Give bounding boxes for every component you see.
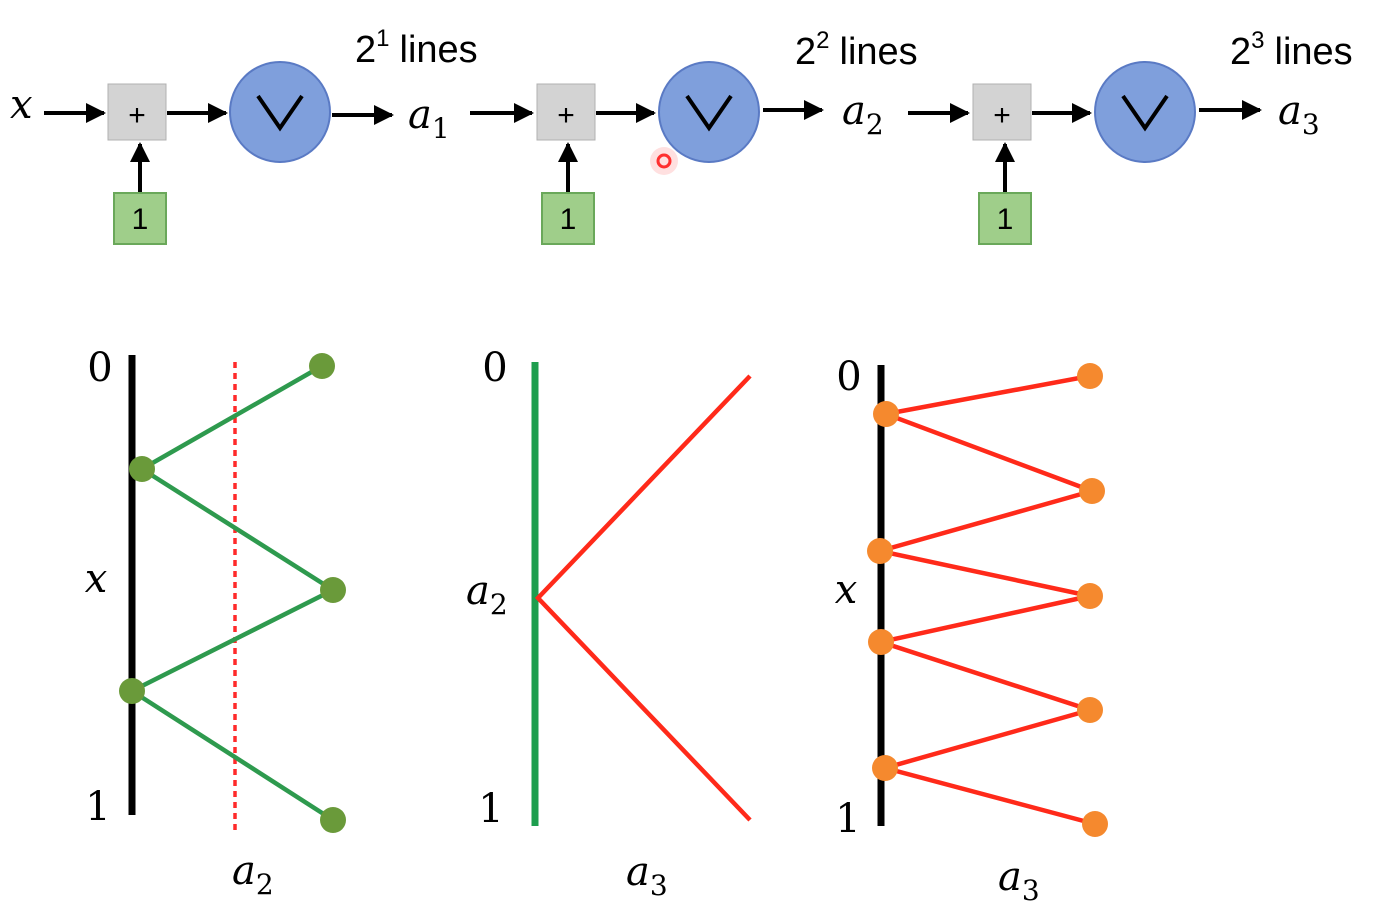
plot1-label-top: 0 bbox=[87, 345, 112, 391]
plot2-label-top: 0 bbox=[482, 345, 507, 391]
plot1-label-x: x bbox=[85, 556, 108, 602]
plot1-dot bbox=[320, 577, 346, 603]
plot1-dot bbox=[119, 678, 145, 704]
plot-x-to-a3: 0 1 x a3 bbox=[835, 354, 1108, 906]
adder-symbol-3: + bbox=[993, 99, 1011, 132]
plot-a2-to-a3: 0 1 a2 a3 bbox=[466, 345, 752, 902]
bias-value-2: 1 bbox=[560, 203, 577, 236]
plot1-zigzag-line bbox=[127, 364, 338, 822]
bias-box-3 bbox=[978, 192, 1032, 245]
relu-v-icon-3 bbox=[1121, 94, 1169, 132]
plot1-label-a2: a2 bbox=[232, 848, 274, 901]
adder-box-3 bbox=[972, 83, 1032, 141]
activation-node-3 bbox=[1094, 61, 1196, 163]
plot3-zigzag-line bbox=[872, 373, 1100, 827]
plot1-dot bbox=[129, 456, 155, 482]
plot3-label-a3: a3 bbox=[998, 854, 1040, 906]
plot3-dot bbox=[873, 401, 899, 427]
adder-symbol-2: + bbox=[557, 99, 575, 132]
plot3-dot bbox=[872, 755, 898, 781]
plot2-label-a2: a2 bbox=[466, 568, 508, 621]
bias-box-1 bbox=[113, 192, 167, 245]
plot3-label-top: 0 bbox=[836, 354, 861, 400]
plot1-dot bbox=[309, 353, 335, 379]
plot3-label-bottom: 1 bbox=[835, 796, 860, 842]
plot2-v-line bbox=[534, 374, 752, 822]
relu-v-icon-2 bbox=[685, 94, 733, 132]
adder-box-1 bbox=[107, 83, 167, 141]
output-a3-label: a3 bbox=[1278, 88, 1320, 141]
plot3-dot bbox=[1077, 697, 1103, 723]
activation-node-2 bbox=[658, 61, 760, 163]
bias-box-2 bbox=[541, 192, 595, 245]
plot3-dot bbox=[1082, 811, 1108, 837]
plot3-dot bbox=[1077, 583, 1103, 609]
plot-x-to-a2: 0 1 x a2 bbox=[85, 345, 346, 901]
input-x-label: x bbox=[10, 82, 33, 128]
plot1-dot bbox=[320, 807, 346, 833]
laser-pointer-indicator bbox=[650, 147, 678, 175]
output-a2-label: a2 bbox=[842, 88, 884, 141]
adder-symbol-1: + bbox=[128, 99, 146, 132]
bias-value-1: 1 bbox=[132, 203, 149, 236]
plot2-label-bottom: 1 bbox=[478, 786, 503, 832]
relu-v-icon-1 bbox=[256, 94, 304, 132]
plot3-dot bbox=[1077, 363, 1103, 389]
plot3-dot bbox=[1079, 478, 1105, 504]
plot2-label-a3: a3 bbox=[626, 849, 668, 902]
plot3-label-x: x bbox=[835, 567, 858, 613]
plot1-label-bottom: 1 bbox=[85, 784, 110, 830]
adder-box-2 bbox=[536, 83, 596, 141]
plot3-dot bbox=[868, 629, 894, 655]
activation-node-1 bbox=[229, 61, 331, 163]
plot3-dot bbox=[867, 538, 893, 564]
output-a1-label: a1 bbox=[408, 92, 450, 145]
bias-value-3: 1 bbox=[997, 203, 1014, 236]
